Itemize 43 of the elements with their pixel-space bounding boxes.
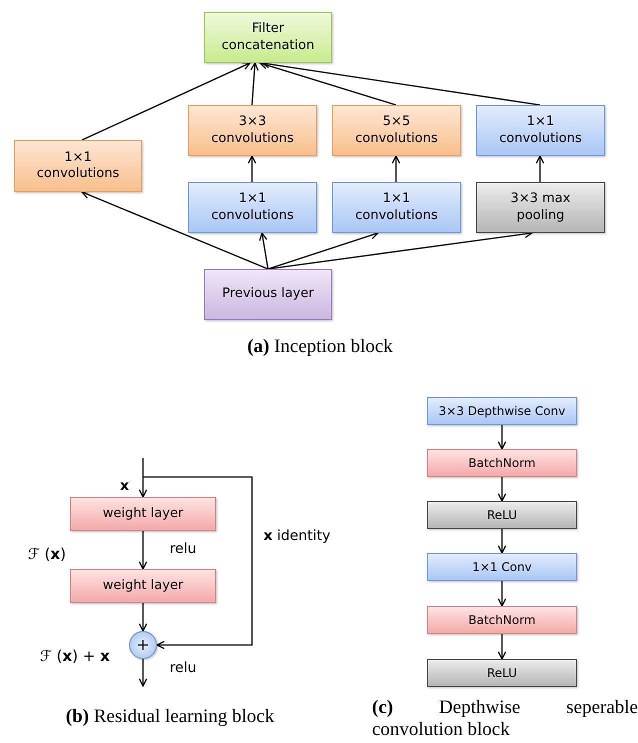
layer-box: BatchNorm [427,606,577,634]
arrow [81,190,268,270]
arrow [498,477,506,502]
layer-box: 1×1 Conv [427,553,577,581]
arrow [259,232,269,270]
layer-box: Previous layer [204,269,332,320]
residual-function-label: ℱ (x) [28,544,66,565]
layer-box: BatchNorm [427,449,577,477]
arrow [536,155,544,182]
layer-box: 1×1 convolutions [332,182,461,233]
caption: (c) Depthwise seperable convolution block [372,697,638,741]
arrow [498,581,506,607]
arrow [138,603,148,632]
caption: (b) Residual learning block [64,705,276,729]
layer-box: 1×1 convolutions [188,182,317,233]
edge-label: x identity [262,528,332,546]
arrow [248,155,256,182]
arrow [498,529,506,554]
layer-box: 3×3 convolutions [188,105,317,156]
arrow [498,634,506,660]
arrow [259,61,396,106]
layer-box: 1×1 convolutions [476,105,605,156]
arrow [138,659,148,687]
layer-box: weight layer [70,569,216,603]
arrow [392,155,400,182]
layer-box: ReLU [427,501,577,529]
layer-box: 3×3 Depthwise Conv [427,397,577,425]
arrow [138,458,148,498]
layer-box: weight layer [70,497,216,531]
arrow [138,531,148,570]
caption: (a) Inception block [246,335,394,359]
arrow [498,425,506,450]
arrow [143,476,253,650]
layer-box: 3×3 max pooling [476,182,605,233]
arrow [268,231,379,270]
input-label: x [120,477,130,496]
layer-box: ReLU [427,659,577,687]
layer-box: 1×1 convolutions [14,140,142,192]
arrow [82,62,251,141]
layer-box: 5×5 convolutions [332,105,461,156]
arrow [250,62,259,106]
output-sum-label: ℱ (x) + x [40,646,110,667]
layer-box: Filter concatenation [204,12,332,63]
